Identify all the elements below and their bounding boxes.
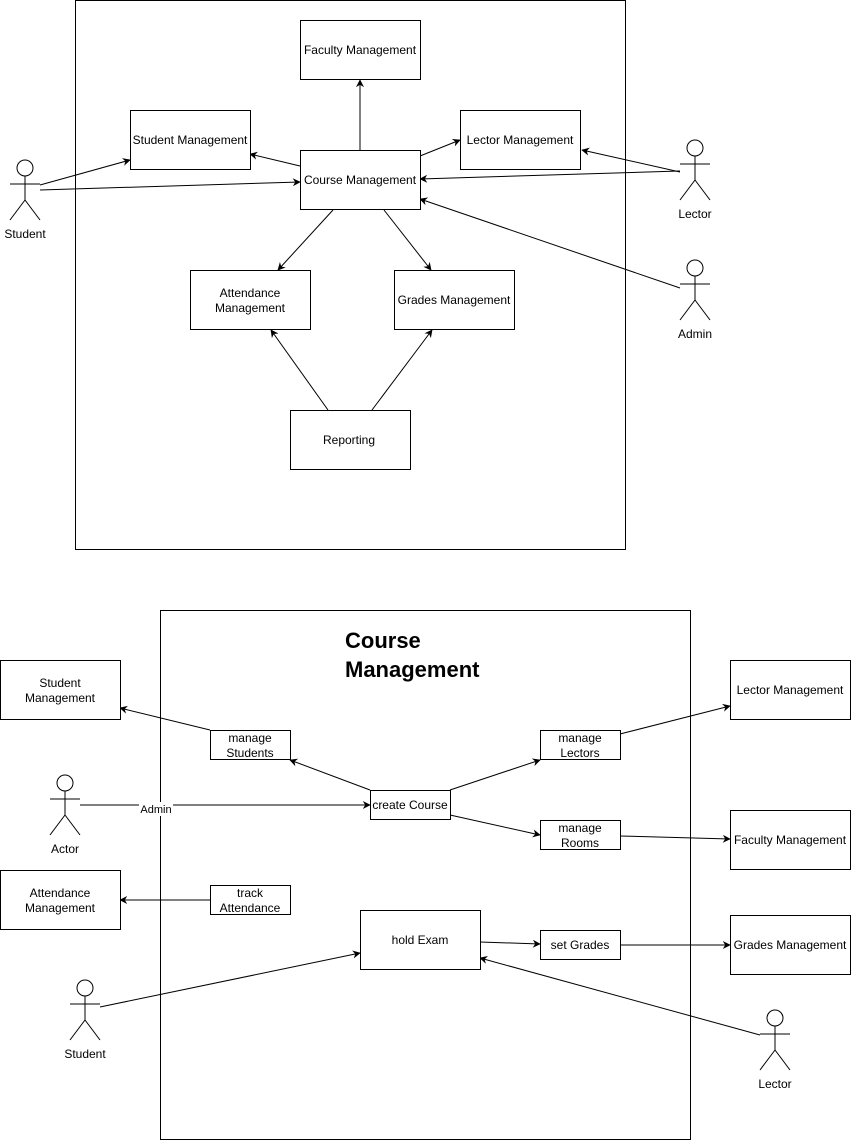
node-label-line2: Lectors (560, 746, 599, 760)
node-attendance-management-ext: Attendance Management (0, 870, 121, 930)
edge-label-bg (139, 802, 173, 816)
edge-createcourse-managerooms (449, 814, 541, 838)
system-boundary (75, 0, 626, 550)
node-student-management-ext: Student Management (0, 660, 121, 720)
usecase-manage-lectors: manage Lectors (540, 730, 621, 760)
node-label-line2: Management (25, 901, 96, 915)
node-lector-management: Lector Management (460, 110, 581, 170)
node-faculty-management: Faculty Management (300, 20, 421, 80)
actor-lector-icon (759, 1009, 791, 1071)
edge-student-studentmgmt (39, 158, 131, 186)
edge-lector-course (419, 170, 681, 183)
node-grades-management: Grades Management (394, 270, 515, 330)
actor-label-student: Student (64, 1047, 106, 1061)
node-label-line1: Attendance (220, 286, 281, 300)
edge-managestudents-studentmgmt (119, 705, 211, 731)
node-reporting: Reporting (290, 410, 411, 470)
node-label: hold Exam (392, 933, 449, 947)
node-label: Lector Management (467, 133, 574, 147)
node-label: create Course (372, 798, 448, 812)
edge-course-attendance (277, 209, 334, 271)
node-label: set Grades (551, 938, 610, 952)
node-student-management: Student Management (130, 110, 251, 170)
node-label: Reporting (323, 433, 375, 447)
usecase-hold-exam: hold Exam (360, 910, 481, 970)
usecase-manage-rooms: manage Rooms (540, 820, 621, 850)
edge-course-lector (419, 138, 461, 157)
edge-label-admin: Admin (140, 804, 171, 816)
usecase-manage-students: manage Students (210, 730, 291, 760)
actor-label-lector: Lector (678, 207, 711, 221)
edge-lector-holdexam (479, 956, 761, 1036)
node-label: Faculty Management (734, 833, 847, 847)
actor-label-student: Student (4, 227, 46, 241)
node-label-line1: Attendance (30, 886, 91, 900)
node-grades-management-ext: Grades Management (730, 915, 851, 975)
diagram-title-line2: Management (345, 657, 480, 682)
system-boundary (160, 610, 691, 1140)
node-label: Grades Management (734, 938, 847, 952)
edge-course-grades (383, 209, 432, 271)
edge-holdexam-setgrades (479, 939, 541, 948)
usecase-set-grades: set Grades (540, 930, 621, 960)
actor-student-icon (9, 159, 41, 221)
node-label-line1: track (237, 886, 264, 900)
actor-label-actor: Actor (51, 842, 79, 856)
node-label-line1: manage (558, 731, 602, 745)
edge-student-course (39, 178, 301, 191)
node-label: Grades Management (398, 293, 511, 307)
actor-actor-icon (49, 774, 81, 836)
node-label-line2: Management (215, 301, 286, 315)
node-label-line2: Students (226, 746, 273, 760)
node-faculty-management-ext: Faculty Management (730, 810, 851, 870)
edges-overview (39, 79, 681, 411)
edge-managelectors-lectormgmt (619, 703, 731, 735)
actor-admin-icon (679, 259, 711, 321)
edge-student-holdexam (99, 950, 361, 1008)
edge-reporting-attendance (270, 329, 329, 411)
node-label: Student Management (133, 133, 248, 147)
node-label: Lector Management (737, 683, 844, 697)
actor-label-admin: Admin (678, 327, 712, 341)
diagram-course-management: Course Management Admin Student Manageme… (0, 610, 851, 1140)
actor-lector-icon (679, 139, 711, 201)
node-label: Faculty Management (304, 43, 417, 57)
node-course-management: Course Management (300, 150, 421, 210)
edge-createcourse-managestudents (289, 758, 371, 791)
edge-createcourse-managelectors (449, 758, 541, 791)
edge-course-student (249, 151, 301, 167)
node-attendance-management: Attendance Management (190, 270, 311, 330)
node-label-line2: Attendance (220, 901, 281, 915)
usecase-track-attendance: track Attendance (210, 885, 291, 915)
diagram-overview: Faculty Management Student Management Le… (4, 0, 712, 550)
actor-label-lector: Lector (758, 1077, 791, 1091)
node-label-line1: Student (39, 676, 81, 690)
node-label-line2: Rooms (561, 836, 599, 850)
node-label-line1: manage (228, 731, 272, 745)
edge-admin-course (419, 197, 681, 289)
edge-reporting-grades (371, 329, 433, 411)
edge-managerooms-facultymgmt (619, 834, 731, 843)
diagram-title-line1: Course (345, 628, 421, 653)
edges-course (80, 703, 761, 1036)
usecase-create-course: create Course (370, 790, 451, 820)
edge-lector-lectormgmt (581, 147, 681, 173)
actor-student-icon (69, 979, 101, 1041)
node-label-line2: Management (25, 691, 96, 705)
node-label: Course Management (304, 173, 417, 187)
node-lector-management-ext: Lector Management (730, 660, 851, 720)
node-label-line1: manage (558, 821, 602, 835)
